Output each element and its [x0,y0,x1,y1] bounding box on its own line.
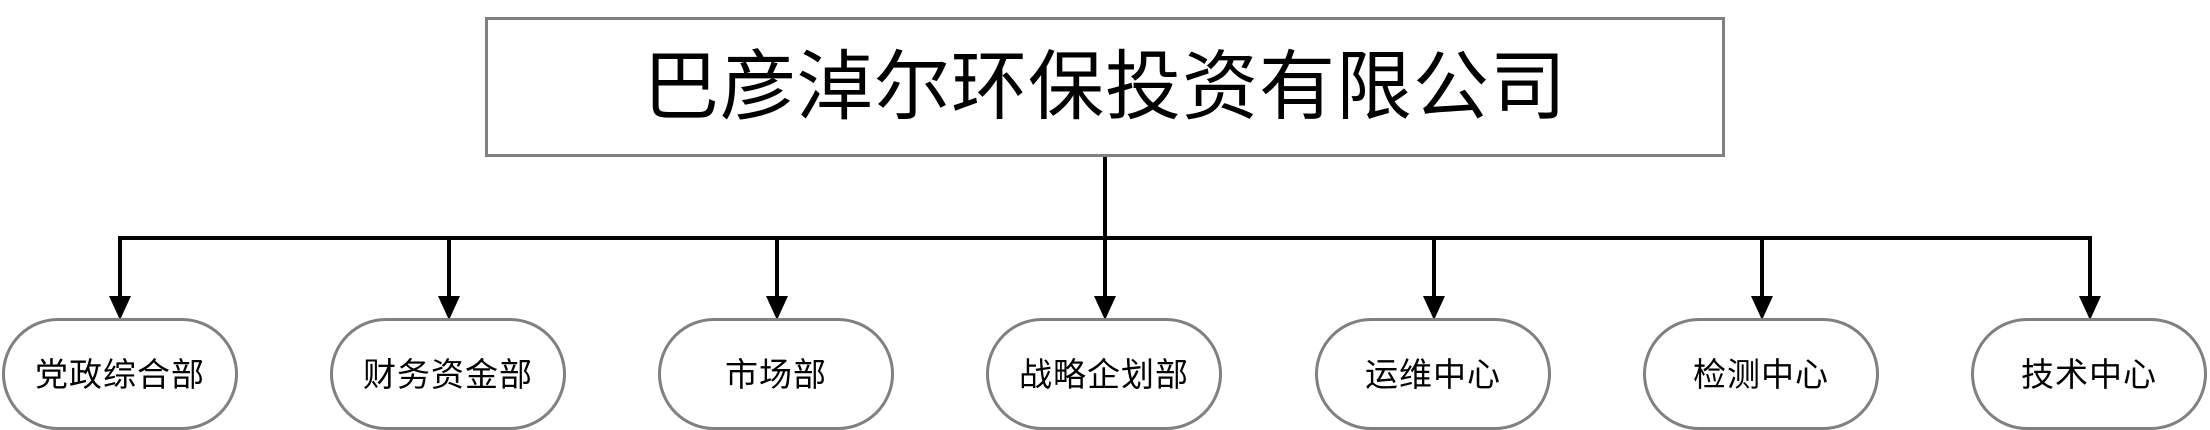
leaf-node-label-5: 运维中心 [1365,354,1501,394]
leaf-node-label-6: 检测中心 [1693,354,1829,394]
leaf-node-6[interactable]: 检测中心 [1643,318,1879,430]
connector-drop-3 [775,238,779,306]
arrowhead-icon-1 [109,296,131,320]
leaf-node-7[interactable]: 技术中心 [1971,318,2207,430]
arrowhead-icon-3 [766,296,788,320]
arrowhead-icon-7 [2079,296,2101,320]
leaf-node-label-2: 财务资金部 [363,354,533,394]
leaf-node-5[interactable]: 运维中心 [1315,318,1551,430]
arrowhead-icon-2 [438,296,460,320]
leaf-node-4[interactable]: 战略企划部 [986,318,1222,430]
connector-drop-1 [118,238,122,306]
connector-drop-2 [447,238,451,306]
connector-trunk-vertical [1103,157,1107,240]
arrowhead-icon-4 [1094,296,1116,320]
leaf-node-2[interactable]: 财务资金部 [330,318,566,430]
root-node-company[interactable]: 巴彦淖尔环保投资有限公司 [485,17,1725,157]
root-node-label: 巴彦淖尔环保投资有限公司 [643,42,1567,131]
arrowhead-icon-5 [1423,296,1445,320]
arrowhead-icon-6 [1751,296,1773,320]
leaf-node-label-1: 党政综合部 [35,354,205,394]
leaf-node-1[interactable]: 党政综合部 [2,318,238,430]
leaf-node-label-7: 技术中心 [2021,354,2157,394]
connector-drop-4 [1103,238,1107,306]
connector-drop-5 [1432,238,1436,306]
connector-drop-6 [1760,238,1764,306]
leaf-node-label-4: 战略企划部 [1019,354,1189,394]
leaf-node-3[interactable]: 市场部 [658,318,894,430]
connector-drop-7 [2088,238,2092,306]
leaf-node-label-3: 市场部 [725,354,827,394]
